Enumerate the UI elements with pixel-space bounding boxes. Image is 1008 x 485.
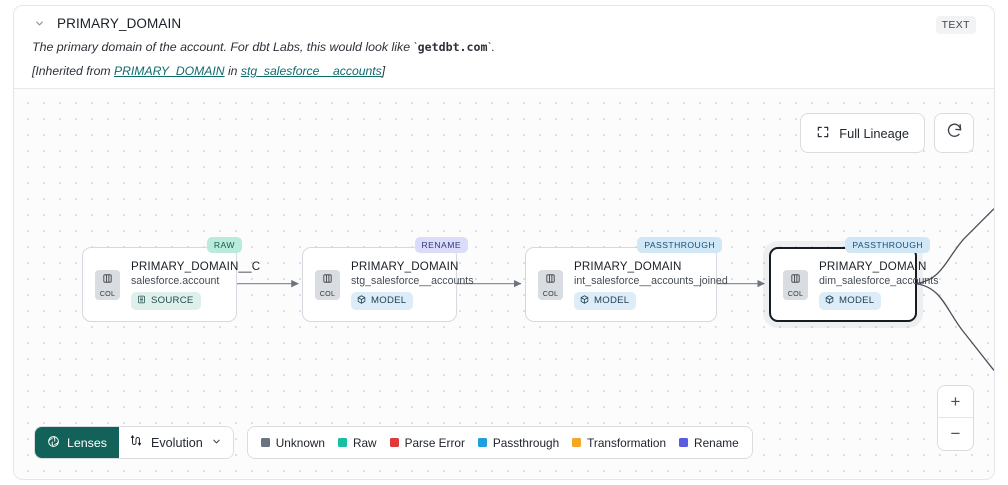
col-chip-label: COL: [99, 289, 116, 299]
inherited-prefix: [Inherited from: [32, 63, 114, 78]
legend-swatch-passthrough: [477, 438, 487, 447]
column-header: PRIMARY_DOMAIN TEXT The primary domain o…: [14, 6, 994, 89]
zoom-in-button[interactable]: +: [938, 386, 973, 418]
refresh-button[interactable]: [934, 113, 974, 153]
lineage-node-3[interactable]: PASSTHROUGH COL PRIMARY_DOMAIN int_sales…: [525, 237, 728, 322]
inherited-join: in: [224, 63, 241, 78]
lenses-label: Lenses: [67, 435, 107, 450]
node-kind-badge: SOURCE: [131, 291, 201, 310]
node-body: PRIMARY_DOMAIN stg_salesforce__accounts …: [340, 260, 474, 310]
legend-item: Passthrough: [477, 435, 560, 450]
lineage-node-4[interactable]: PASSTHROUGH COL PRIMARY_DOMAIN dim_sales…: [769, 237, 939, 322]
column-description: The primary domain of the account. For d…: [32, 40, 976, 56]
node-table-name: int_salesforce__accounts_joined: [574, 274, 728, 287]
node-table-name: salesforce.account: [131, 274, 220, 287]
legend-label: Passthrough: [492, 435, 560, 450]
node-type-tag: PASSTHROUGH: [637, 237, 722, 253]
legend-swatch-transformation: [572, 438, 582, 447]
legend-item: Rename: [679, 436, 739, 450]
inherited-column-link[interactable]: PRIMARY_DOMAIN: [113, 63, 225, 78]
database-icon: [137, 295, 146, 307]
lenses-button[interactable]: Lenses: [35, 427, 119, 458]
cube-icon: [357, 294, 366, 307]
legend-item: Transformation: [572, 436, 666, 450]
node-type-tag: RENAME: [414, 237, 468, 253]
node-kind-badge: MODEL: [351, 291, 414, 310]
columns-icon: [102, 271, 113, 289]
inherited-table-link[interactable]: stg_salesforce__accounts: [240, 63, 382, 78]
aperture-icon: [47, 435, 60, 451]
canvas-top-controls: Full Lineage: [800, 113, 974, 153]
evolution-dropdown[interactable]: Evolution: [118, 427, 233, 458]
legend-item: Parse Error: [389, 435, 465, 450]
node-body: PRIMARY_DOMAIN__C salesforce.account SOU…: [120, 260, 260, 310]
description-text-end: `.: [487, 40, 496, 54]
cube-icon: [580, 294, 589, 307]
description-code: getdbt.com: [417, 40, 488, 54]
lineage-canvas[interactable]: Full Lineage RAW COL PRIMARY_DOMAIN__C: [14, 89, 994, 479]
node-table-name: dim_salesforce_accounts: [819, 274, 939, 287]
chevron-down-icon: [211, 436, 222, 450]
node-kind-label: MODEL: [594, 295, 630, 306]
cube-icon: [825, 294, 834, 307]
canvas-bottom-toolbar: Lenses Evolution Unk: [34, 426, 753, 459]
node-column-name: PRIMARY_DOMAIN: [351, 259, 459, 273]
expand-icon: [816, 125, 830, 142]
columns-icon: [790, 271, 801, 289]
status-badge: TEXT: [935, 16, 976, 34]
refresh-icon: [946, 122, 963, 144]
columns-icon: [322, 271, 333, 289]
node-type-tag: PASSTHROUGH: [845, 237, 930, 253]
legend-label: Rename: [694, 435, 739, 450]
lineage-node-1[interactable]: RAW COL PRIMARY_DOMAIN__C salesforce.acc…: [82, 237, 260, 322]
lineage-legend: Unknown Raw Parse Error Passthrough Tran…: [246, 426, 753, 459]
node-kind-label: MODEL: [839, 295, 875, 306]
legend-item: Raw: [337, 435, 377, 450]
node-body: PRIMARY_DOMAIN int_salesforce__accounts_…: [563, 260, 728, 310]
full-lineage-label: Full Lineage: [839, 125, 909, 141]
inherited-suffix: ]: [381, 63, 386, 78]
lens-evolution-group: Lenses Evolution: [34, 426, 234, 459]
legend-swatch-raw: [337, 438, 347, 447]
full-lineage-button[interactable]: Full Lineage: [800, 113, 925, 153]
node-kind-label: MODEL: [371, 295, 407, 306]
evolution-arrows-icon: [129, 434, 143, 451]
legend-item: Unknown: [260, 435, 325, 450]
zoom-out-button[interactable]: −: [950, 424, 961, 443]
col-chip: COL: [315, 269, 340, 300]
node-kind-badge: MODEL: [574, 291, 637, 310]
inherited-from-note: [Inherited from PRIMARY_DOMAIN in stg_sa…: [32, 64, 976, 78]
legend-label: Unknown: [275, 435, 325, 450]
legend-label: Transformation: [587, 435, 667, 450]
legend-swatch-unknown: [260, 438, 270, 447]
node-table-name: stg_salesforce__accounts: [351, 274, 474, 287]
legend-swatch-rename: [679, 438, 689, 447]
zoom-controls: + −: [937, 385, 974, 451]
chevron-down-icon[interactable]: [32, 17, 46, 31]
node-column-name: PRIMARY_DOMAIN: [819, 259, 927, 273]
node-kind-label: SOURCE: [151, 295, 194, 306]
legend-swatch-parse-error: [389, 438, 399, 447]
node-kind-badge: MODEL: [819, 291, 882, 310]
node-type-tag: RAW: [206, 237, 242, 253]
legend-label: Parse Error: [404, 435, 465, 450]
page-title: PRIMARY_DOMAIN: [57, 16, 182, 31]
node-column-name: PRIMARY_DOMAIN__C: [131, 259, 261, 273]
description-text: The primary domain of the account. For d…: [32, 40, 418, 54]
lineage-node-2[interactable]: RENAME COL PRIMARY_DOMAIN stg_salesforce…: [302, 237, 474, 322]
evolution-label: Evolution: [150, 435, 203, 450]
col-chip-label: COL: [319, 289, 336, 299]
columns-icon: [545, 271, 556, 289]
legend-label: Raw: [352, 435, 377, 450]
col-chip: COL: [95, 269, 120, 300]
node-column-name: PRIMARY_DOMAIN: [574, 259, 682, 273]
header-title-row: PRIMARY_DOMAIN: [32, 6, 976, 31]
col-chip: COL: [538, 269, 563, 300]
col-chip: COL: [783, 269, 808, 300]
lineage-panel: PRIMARY_DOMAIN TEXT The primary domain o…: [13, 5, 995, 480]
col-chip-label: COL: [787, 289, 804, 299]
node-body: PRIMARY_DOMAIN dim_salesforce_accounts M…: [808, 260, 939, 310]
col-chip-label: COL: [542, 289, 559, 299]
